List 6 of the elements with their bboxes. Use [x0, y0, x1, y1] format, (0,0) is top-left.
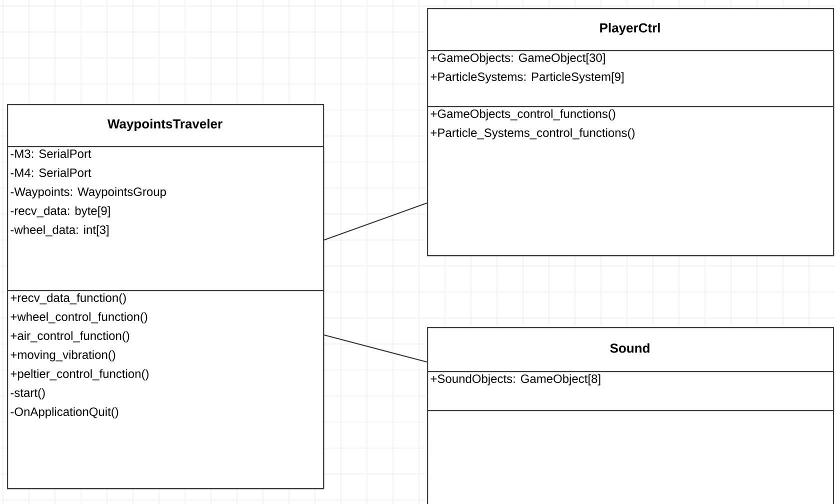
attribute-compartment: -M3: SerialPort -M4: SerialPort -Waypoints: WaypointsGroup -recv_data: byte[9] -wheel_data: int[3] [7, 146, 324, 292]
attribute-compartment: +SoundObjects: GameObject[8] [427, 371, 834, 412]
association-line [324, 334, 428, 363]
association-line [324, 202, 428, 241]
method-compartment: +recv_data_function() +wheel_control_function() +air_control_function() +moving_vibration() +peltier_control_function() -start() -OnApplicationQuit() [7, 290, 324, 490]
attribute-compartment: +GameObjects: GameObject[30] +ParticleSystems: ParticleSystem[9] [427, 50, 834, 108]
